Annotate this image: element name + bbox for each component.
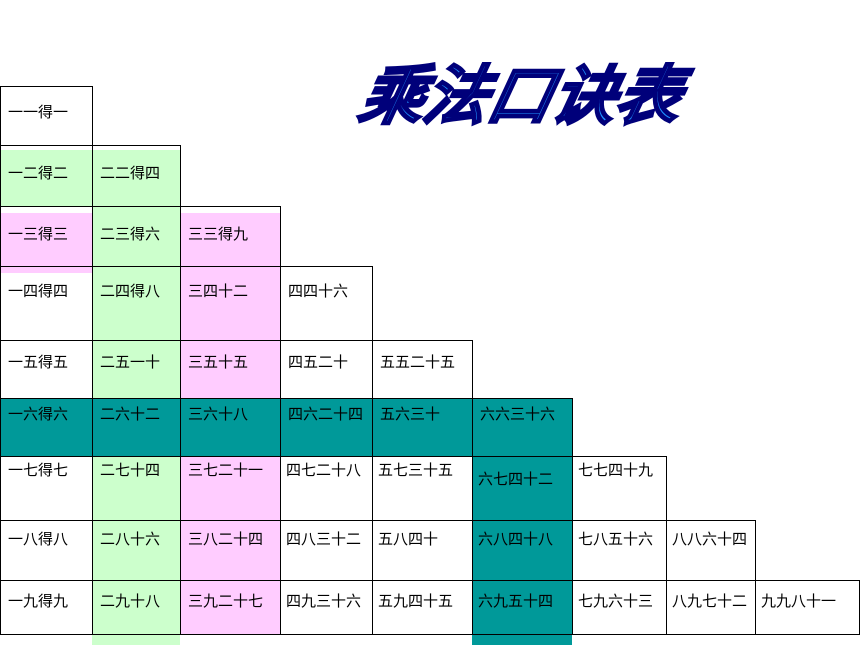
- grid-line: [572, 456, 666, 457]
- grid-line: [472, 340, 473, 634]
- table-cell: 一一得一: [8, 103, 69, 121]
- table-cell: 一七得七: [8, 461, 69, 479]
- table-cell: 一八得八: [8, 530, 69, 548]
- grid-line: [180, 206, 280, 207]
- grid-line: [0, 206, 180, 207]
- table-cell: 五五二十五: [380, 353, 456, 371]
- table-cell: 一四得四: [8, 282, 69, 300]
- grid-line: [472, 398, 572, 399]
- grid-line: [0, 580, 755, 581]
- column-two-highlight: [92, 150, 180, 645]
- table-cell: 九九八十一: [761, 592, 837, 610]
- table-cell: 五七三十五: [378, 461, 454, 479]
- table-cell: 二三得六: [100, 225, 161, 243]
- table-cell: 二七十四: [100, 461, 161, 479]
- table-cell: 四八三十二: [286, 530, 362, 548]
- table-cell: 二九十八: [100, 592, 161, 610]
- table-cell: 二六十二: [100, 405, 161, 423]
- table-cell: 四六二十四: [288, 405, 364, 423]
- table-cell: 二二得四: [100, 164, 161, 182]
- grid-line: [666, 520, 755, 521]
- grid-line: [666, 456, 667, 634]
- table-cell: 八九七十二: [672, 592, 748, 610]
- table-cell: 四七二十八: [286, 461, 362, 479]
- grid-line: [0, 86, 1, 634]
- grid-line: [0, 145, 92, 146]
- grid-line: [572, 398, 573, 634]
- table-cell: 一三得三: [8, 225, 69, 243]
- table-cell: 三八二十四: [188, 530, 264, 548]
- table-cell: 二四得八: [100, 282, 161, 300]
- table-cell: 五六三十: [380, 405, 441, 423]
- table-cell: 三六十八: [188, 405, 249, 423]
- table-cell: 二五一十: [100, 353, 161, 371]
- grid-line: [92, 145, 180, 146]
- table-cell: 四九三十六: [286, 592, 362, 610]
- grid-line: [0, 456, 572, 457]
- table-cell: 六八四十八: [478, 530, 554, 548]
- table-cell: 三四十二: [188, 282, 249, 300]
- table-cell: 七八五十六: [578, 530, 654, 548]
- grid-line: [92, 86, 93, 634]
- table-cell: 三七二十一: [188, 461, 264, 479]
- grid-line: [0, 398, 472, 399]
- grid-line: [280, 206, 281, 634]
- title-wordart: 乘法口诀表: [352, 58, 697, 135]
- table-cell: 一五得五: [8, 353, 69, 371]
- grid-line: [0, 266, 280, 267]
- table-cell: 四四十六: [288, 282, 349, 300]
- table-cell: 二八十六: [100, 530, 161, 548]
- table-cell: 七七四十九: [578, 461, 654, 479]
- grid-line: [372, 266, 373, 634]
- table-cell: 七九六十三: [578, 592, 654, 610]
- grid-line: [0, 340, 372, 341]
- column-six-highlight: [472, 456, 572, 645]
- grid-line: [0, 520, 666, 521]
- grid-line: [755, 580, 860, 581]
- row-six-highlight: [0, 398, 572, 456]
- table-cell: 四五二十: [288, 353, 349, 371]
- table-cell: 八八六十四: [672, 530, 748, 548]
- row-two-highlight: [0, 150, 92, 206]
- title-text: 乘法口诀表: [353, 60, 696, 134]
- row-three-highlight: [0, 213, 92, 273]
- table-cell: 五九四十五: [378, 592, 454, 610]
- table-cell: 五八四十: [378, 530, 439, 548]
- grid-line: [0, 634, 860, 635]
- table-cell: 一九得九: [8, 592, 69, 610]
- table-cell: 一二得二: [8, 164, 69, 182]
- grid-line: [372, 340, 472, 341]
- grid-line: [755, 520, 756, 634]
- table-cell: 六六三十六: [480, 405, 556, 423]
- table-cell: 六九五十四: [478, 592, 554, 610]
- table-cell: 三三得九: [188, 225, 249, 243]
- grid-line: [0, 86, 92, 87]
- table-cell: 六七四十二: [478, 470, 554, 488]
- page-title: 乘法口诀表: [352, 40, 697, 140]
- table-cell: 一六得六: [8, 405, 69, 423]
- table-cell: 三九二十七: [188, 592, 264, 610]
- grid-line: [280, 266, 372, 267]
- grid-line: [180, 145, 181, 634]
- table-cell: 三五十五: [188, 353, 249, 371]
